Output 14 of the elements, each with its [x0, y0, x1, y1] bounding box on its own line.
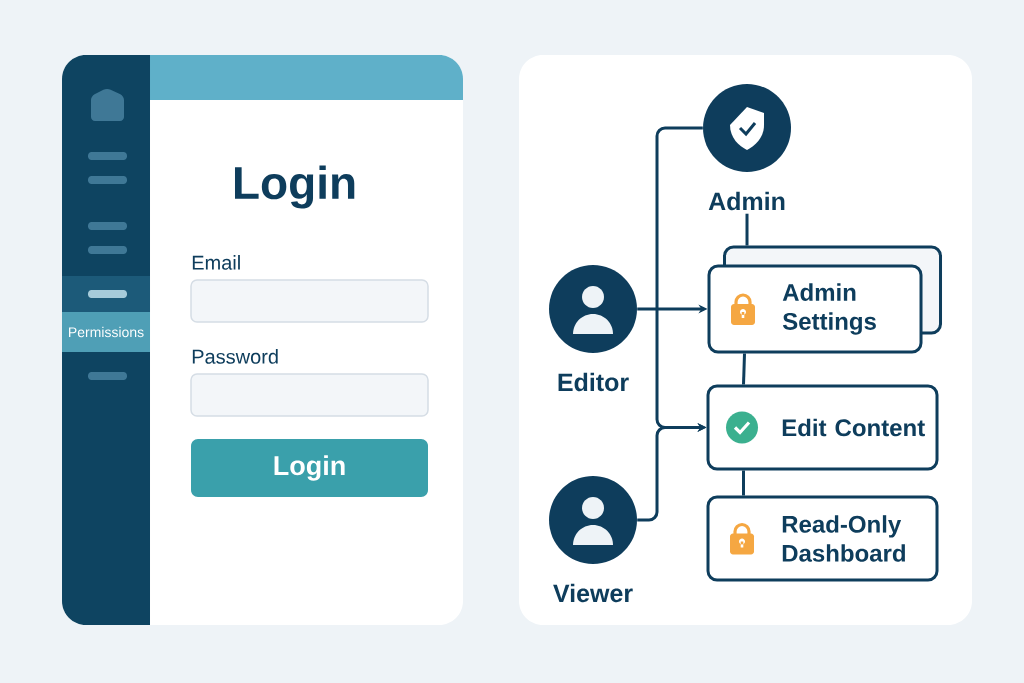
permission-card: Edit Content — [706, 384, 939, 471]
login-button: Login — [191, 439, 428, 497]
role-label: Admin — [708, 191, 785, 211]
connector-line — [742, 470, 745, 496]
permission-card: Admin Settings — [707, 264, 923, 354]
connector-line — [745, 213, 749, 246]
field-label: Email — [192, 255, 240, 270]
sidebar-tab: Permissions — [62, 312, 150, 352]
permission-card: Read-Only Dashboard — [706, 495, 939, 582]
role-label: Viewer — [553, 583, 633, 603]
role-label: Editor — [558, 372, 629, 392]
field-label: Password — [192, 349, 278, 364]
connector-line — [742, 353, 746, 385]
login-heading: Login — [235, 165, 355, 209]
